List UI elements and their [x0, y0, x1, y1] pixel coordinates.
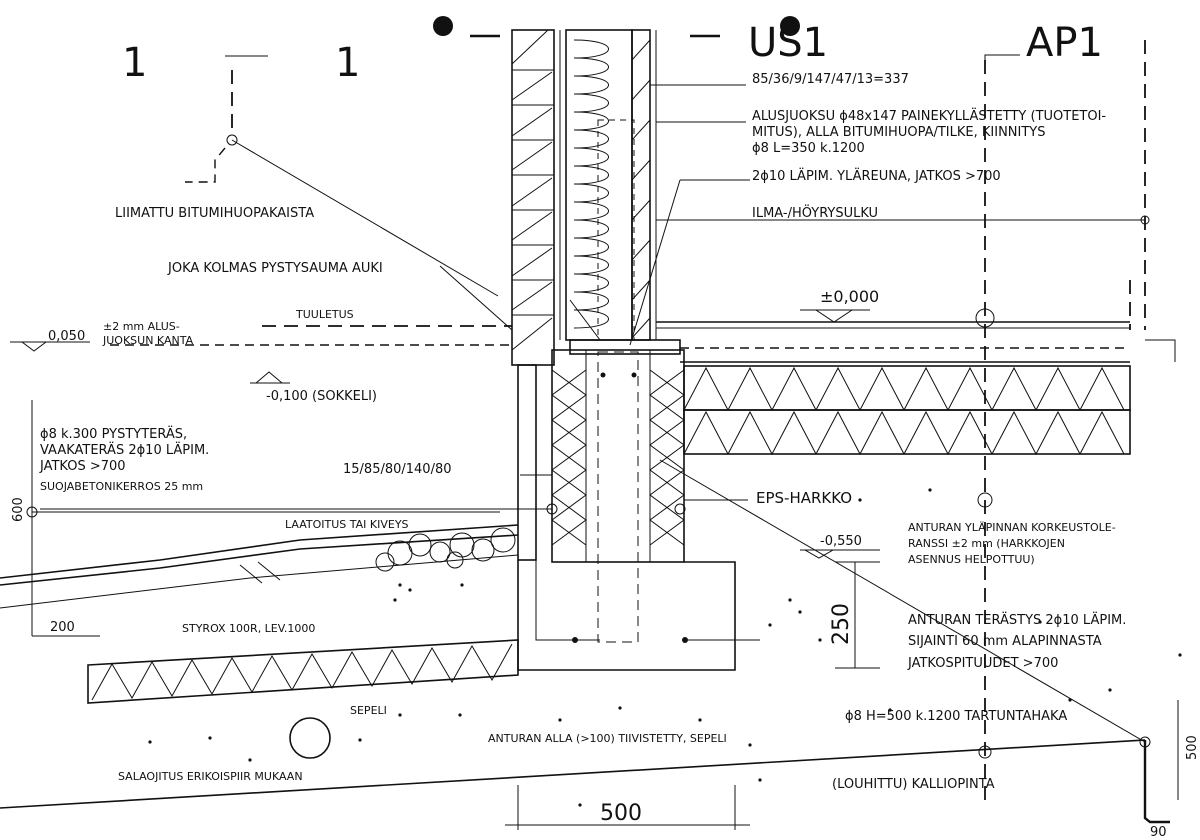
ground-insulation-hatch: [91, 643, 513, 701]
footing-outline: [517, 560, 736, 671]
section-title-left: 1: [122, 40, 147, 86]
glued-strip-label: LIIMATTU BITUMIHUOPAKAISTA: [115, 206, 314, 221]
drain-pipe: [289, 717, 331, 759]
rebar-wall-line1: ϕ8 k.300 PYSTYTERÄS,: [40, 426, 187, 442]
ground-insulation-board: [87, 639, 519, 704]
gravel-dots: [148, 488, 1182, 807]
paving-top: [0, 524, 519, 579]
section-marker-dot-right: [780, 16, 800, 36]
insulation-hatch: [573, 39, 609, 329]
paving-label: LAATOITUS TAI KIVEYS: [285, 518, 409, 531]
block-dims-label: 15/85/80/140/80: [343, 462, 452, 477]
wall-stud: [631, 29, 651, 341]
floor-type-tag: AP1: [1026, 20, 1103, 66]
footing-rebar: [535, 560, 600, 641]
sill-bolt-dashed: [597, 119, 635, 341]
eps-hatch-left: [551, 369, 587, 546]
footing-tolerance-line2: RANSSI ±2 mm (HARKKOJEN: [908, 537, 1065, 550]
eps-hatch-right: [649, 369, 685, 546]
footing-rebar-line2: SIJAINTI 60 mm ALAPINNASTA: [908, 634, 1102, 649]
external-wall: [511, 29, 681, 366]
anchor-hook: [1143, 740, 1170, 824]
bedrock-label: (LOUHITTU) KALLIOPINTA: [832, 777, 995, 792]
dim-90-label: 90: [1150, 825, 1167, 840]
core-rebar-dashed: [597, 351, 639, 643]
rebar-wall-line3: JATKOS >700: [39, 459, 126, 474]
axis-marker: [977, 492, 993, 508]
floor-slab: [656, 321, 1131, 456]
drain-label: SALAOJITUS ERIKOISPIIR MUKAAN: [118, 770, 303, 783]
cover-layer-label: SUOJABETONIKERROS 25 mm: [40, 480, 203, 493]
dim-200-label: 200: [50, 620, 75, 635]
dim-500-side-label: 500: [1185, 735, 1200, 760]
rebar-top-label: 2ϕ10 LÄPIM. YLÄREUNA, JATKOS >700: [752, 168, 1001, 184]
footing: [517, 560, 760, 671]
dim-500-label: 500: [600, 801, 642, 826]
level-sill-value: 0,050: [48, 329, 85, 344]
downpipe-outline: [185, 147, 226, 183]
footing-tolerance-line3: ASENNUS HELPOTTUU): [908, 553, 1035, 566]
ground-line: [0, 554, 519, 609]
wall-layers-label: 85/36/9/147/47/13=337: [752, 72, 909, 87]
downpipe-center-circle: [226, 134, 238, 146]
ground: [0, 524, 1146, 809]
footing-rebar-line1: ANTURAN TERÄSTYS 2ϕ10 LÄPIM.: [908, 612, 1126, 628]
insulation-label: STYROX 100R, LEV.1000: [182, 622, 315, 635]
floor-insulation-hatch: [683, 366, 1125, 412]
eps-block-wall: [517, 349, 686, 643]
level-marker-footing: [803, 549, 835, 559]
level-plinth-label: -0,100 (SOKKELI): [266, 389, 377, 404]
paving-cobbles: [375, 527, 516, 572]
anchor-label: ϕ8 H=500 k.1200 TARTUNTAHAKA: [845, 709, 1067, 724]
bedrock-line: [0, 739, 1146, 809]
section-marker-dot-left: [433, 16, 453, 36]
level-footing-label: -0,550: [820, 534, 862, 549]
axis-marker: [975, 308, 995, 328]
axis-marker: [978, 745, 992, 759]
sill-note-line2: MITUS), ALLA BITUMIHUOPA/TILKE, KIINNITY…: [752, 125, 1046, 140]
eps-block: [551, 349, 685, 563]
floor-edge-return: [1145, 339, 1176, 362]
dim-250-label: 250: [829, 603, 854, 645]
level-sill-note2: JUOKSUN KANTA: [102, 334, 194, 347]
level-marker-sill: [20, 341, 48, 352]
rebar-marker: [674, 503, 686, 515]
sill-note-line3: ϕ8 L=350 k.1200: [752, 141, 865, 156]
eps-block-label: EPS-HARKKO: [756, 489, 852, 507]
ventilation-label: TUULETUS: [295, 308, 354, 321]
under-footing-label: ANTURAN ALLA (>100) TIIVISTETTY, SEPELI: [488, 732, 727, 745]
level-marker-zero: [814, 309, 854, 323]
level-zero-label: ±0,000: [820, 287, 879, 306]
rebar-wall-line2: VAAKATERÄS 2ϕ10 LÄPIM.: [40, 442, 209, 458]
wall-type-tag: US1: [748, 20, 828, 66]
sill-note-line1: ALUSJUOKSU ϕ48x147 PAINEKYLLÄSTETTY (TUO…: [752, 108, 1106, 124]
vapour-barrier-label: ILMA-/HÖYRYSULKU: [752, 204, 878, 221]
dim-600-label: 600: [11, 497, 26, 522]
footing-rebar-line3: JATKOSPITUUDET >700: [907, 656, 1058, 671]
floor-tag-leader: [984, 54, 1020, 60]
floor-insulation-hatch: [683, 410, 1125, 456]
protective-concrete-layer: [517, 364, 537, 561]
gravel-label: SEPELI: [350, 704, 387, 717]
level-marker-plinth: [254, 371, 284, 384]
vent-joints-label: JOKA KOLMAS PYSTYSAUMA AUKI: [167, 261, 383, 276]
level-sill-note1: ±2 mm ALUS-: [103, 320, 180, 333]
footing-tolerance-line1: ANTURAN YLÄPINNAN KORKEUSTOLE-: [908, 521, 1116, 534]
section-title-right: 1: [335, 40, 360, 86]
leader-lines: [40, 84, 1150, 743]
